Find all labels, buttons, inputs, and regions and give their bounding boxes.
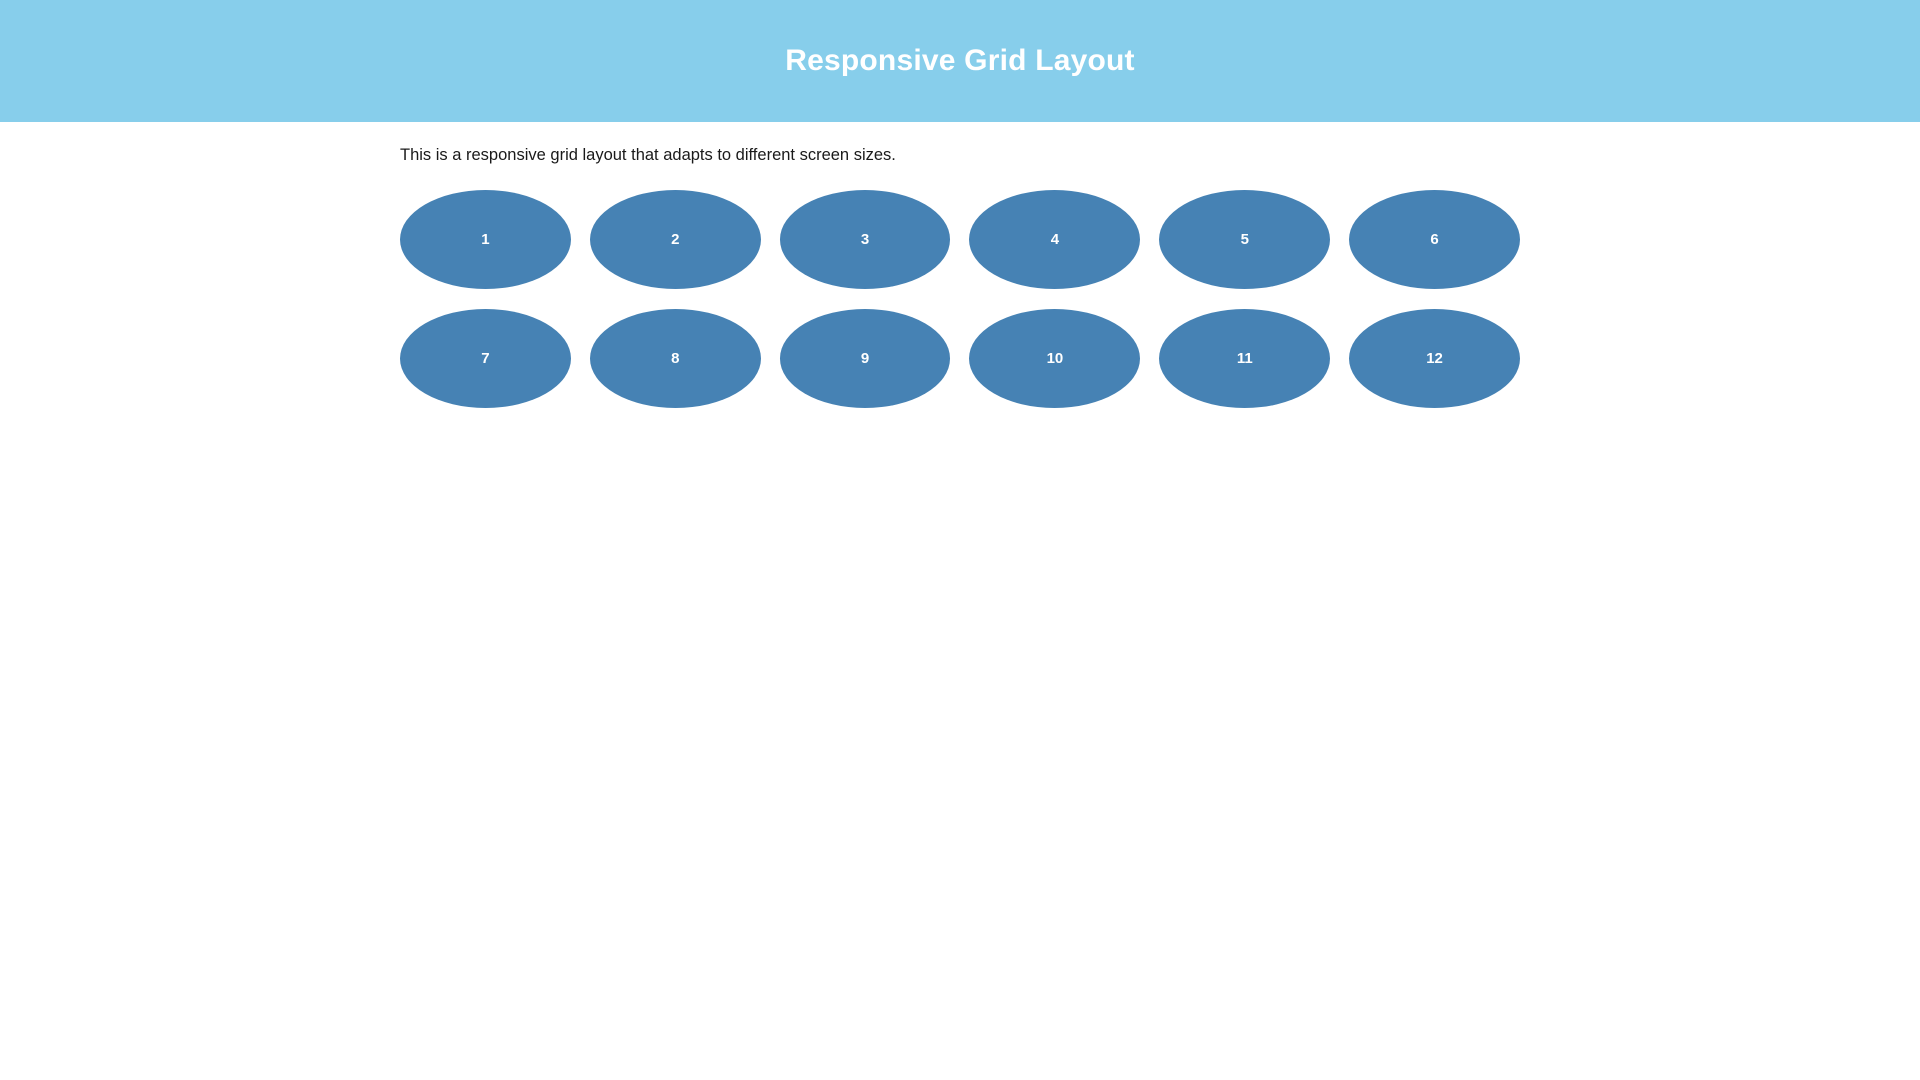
grid-item[interactable]: 2 (589, 189, 761, 289)
grid-item-label: 7 (481, 349, 490, 367)
grid-item-label: 6 (1430, 230, 1439, 248)
grid-item-label: 1 (481, 230, 490, 248)
grid-item-label: 2 (671, 230, 680, 248)
grid-item[interactable]: 8 (589, 308, 761, 408)
site-header: Responsive Grid Layout (0, 0, 1920, 122)
grid-item-label: 10 (1046, 349, 1064, 367)
grid-item[interactable]: 6 (1349, 189, 1520, 289)
grid-item-label: 9 (860, 349, 870, 367)
grid-item[interactable]: 7 (400, 308, 571, 408)
grid-item[interactable]: 10 (969, 308, 1141, 408)
grid-item[interactable]: 3 (779, 189, 951, 289)
main-content: This is a responsive grid layout that ad… (400, 122, 1520, 408)
page-title: Responsive Grid Layout (785, 44, 1135, 77)
intro-description: This is a responsive grid layout that ad… (400, 146, 896, 164)
grid-item-label: 4 (1050, 230, 1060, 248)
grid-item[interactable]: 5 (1159, 189, 1331, 289)
grid-item[interactable]: 9 (779, 308, 951, 408)
responsive-grid: 1 2 3 4 5 6 7 8 9 (400, 189, 1520, 408)
grid-item-label: 11 (1236, 349, 1253, 367)
grid-item[interactable]: 4 (969, 189, 1141, 289)
grid-item[interactable]: 11 (1159, 308, 1331, 408)
grid-item[interactable]: 12 (1349, 308, 1520, 408)
grid-item-label: 3 (860, 230, 870, 248)
grid-item[interactable]: 1 (400, 189, 571, 289)
grid-item-label: 8 (671, 349, 680, 367)
grid-item-label: 5 (1240, 230, 1249, 248)
grid-item-label: 12 (1426, 349, 1443, 367)
